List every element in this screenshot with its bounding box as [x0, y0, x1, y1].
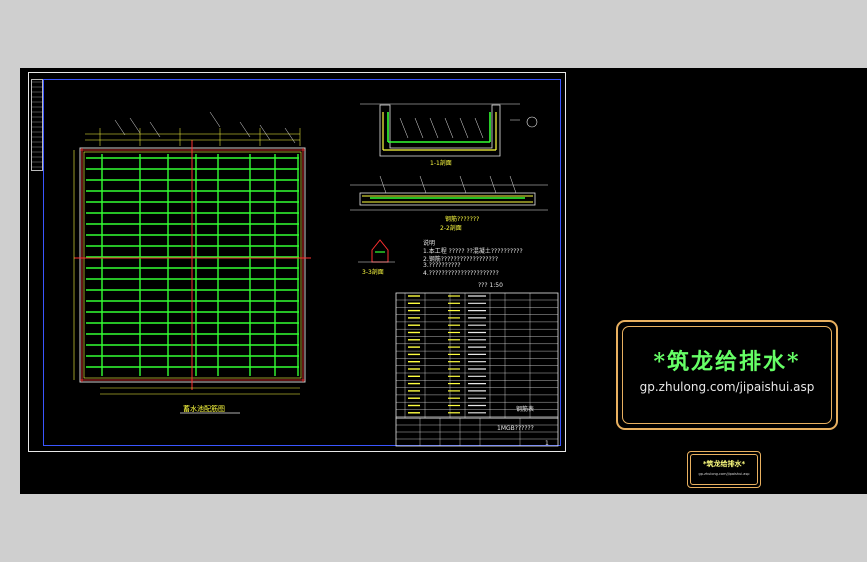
section-1-callout-circle — [526, 116, 538, 128]
section-3-outline — [371, 239, 389, 263]
section-3-label: 3-3剖面 — [362, 269, 384, 276]
section-1-leader-line — [429, 117, 439, 139]
section-2-leader-line — [489, 175, 497, 194]
logo-panel: *筑龙给排水* gp.zhulong.com/jipaishui.asp — [616, 320, 838, 430]
logo-badge: *筑龙给排水* gp.zhulong.com/jipaishui.asp — [687, 451, 761, 488]
logo-badge-inner-border — [690, 454, 758, 485]
section-2-leader-line — [459, 175, 467, 194]
plan-title: 蓄水池配筋图 — [183, 405, 225, 413]
leader-line — [129, 117, 141, 134]
drawing-sheet-border — [28, 72, 566, 452]
note-line-3: 3.?????????? — [423, 262, 461, 269]
note-line-4: 4.?????????????????????? — [423, 270, 499, 277]
leader-line — [114, 119, 126, 136]
leader-line — [284, 127, 296, 144]
section-1-outline — [379, 104, 501, 157]
logo-panel-inner-border — [622, 326, 832, 424]
leader-line — [259, 124, 271, 141]
logo-title: *筑龙给排水* — [653, 349, 801, 375]
detail-note: 钢筋??????? — [445, 216, 480, 223]
section-2-outline — [359, 192, 536, 206]
drawing-frame — [43, 79, 561, 446]
section-1-leader-line — [444, 117, 454, 139]
section-1-leader-line — [474, 117, 484, 139]
leader-line — [239, 121, 251, 138]
note-line-2: 2.钢筋?????????????????? — [423, 256, 499, 263]
section-1-leader-line — [414, 117, 424, 139]
badge-url: gp.zhulong.com/jipaishui.asp — [698, 472, 750, 476]
note-line-1: 1.本工程 ????? ??混凝土?????????? — [423, 248, 523, 255]
section-2-leader-line — [419, 175, 427, 194]
section-1-leader-line — [399, 117, 409, 139]
section-2-leader-line — [379, 175, 387, 194]
notes-heading: 说明 — [423, 240, 436, 247]
section-2-label: 2-2剖面 — [440, 225, 462, 232]
section-1-leader-line — [459, 117, 469, 139]
logo-url: gp.zhulong.com/jipaishui.asp — [639, 380, 815, 394]
table-title: 钢筋表 — [516, 406, 535, 413]
section-1-label: 1-1剖面 — [430, 160, 452, 167]
scale-note: ??? 1:50 — [478, 282, 503, 289]
leader-line — [209, 111, 221, 128]
revision-strip — [31, 79, 43, 171]
title-block-name: 1MGB?????? — [497, 425, 534, 432]
rebar-table-outline — [395, 292, 559, 419]
badge-title: *筑龙给排水* — [702, 460, 746, 468]
leader-line — [149, 121, 161, 138]
title-block-number: 1 — [545, 440, 549, 447]
section-2-leader-line — [509, 175, 517, 194]
